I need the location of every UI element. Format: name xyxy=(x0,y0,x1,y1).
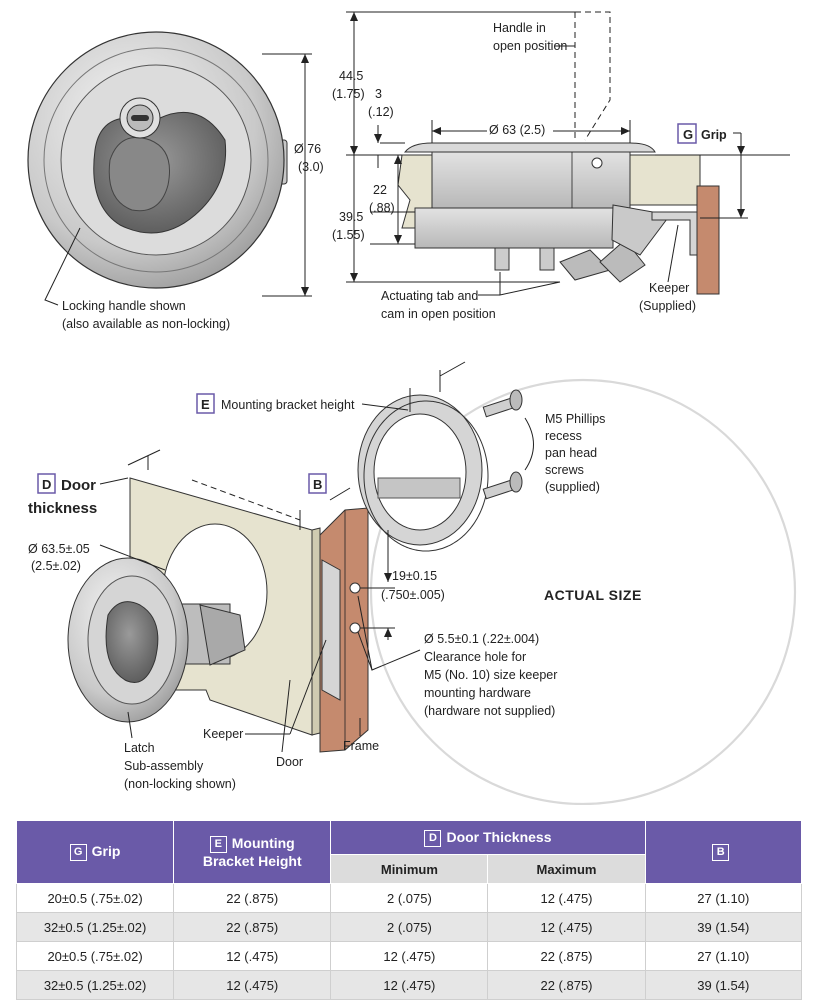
d-label2: thickness xyxy=(28,500,97,517)
latch-line1: Latch xyxy=(124,741,155,755)
handle-line1: Handle in xyxy=(493,21,546,35)
keeper-plate xyxy=(321,559,341,701)
dim-22-in: (.88) xyxy=(369,201,395,215)
technical-drawing: Ø 76 (3.0) Locking handle shown (also av… xyxy=(27,11,797,805)
dim-3: 3 xyxy=(375,87,382,101)
e-label: Mounting bracket height xyxy=(221,398,355,412)
grip-tag xyxy=(677,123,697,144)
cell-min: 2 (.075) xyxy=(330,912,489,942)
header-grip-tag: G xyxy=(69,844,87,861)
front-diameter: Ø 76 xyxy=(294,142,321,156)
cell-min: 2 (.075) xyxy=(330,883,489,913)
header-b-tag: B xyxy=(712,844,730,861)
header-b: B xyxy=(644,820,803,884)
side-view-latch xyxy=(397,142,720,295)
grip-letter: G xyxy=(683,127,693,142)
hole-line1: Ø 5.5±0.1 (.22±.004) xyxy=(424,632,539,646)
screw-bottom xyxy=(482,471,523,500)
dia-line2: (2.5±.02) xyxy=(31,559,81,573)
header-bracket-line2: Bracket Height xyxy=(202,853,302,869)
keeper-side-line1: Keeper xyxy=(649,281,689,295)
spec-table-body: 20±0.5 (.75±.02) 22 (.875) 2 (.075) 12 (… xyxy=(15,883,803,1000)
screws-line2: recess xyxy=(545,429,582,443)
dim-3-in: (.12) xyxy=(368,105,394,119)
hole-line3: M5 (No. 10) size keeper xyxy=(424,668,557,682)
mounting-bracket xyxy=(357,394,489,552)
keeper-label: Keeper xyxy=(203,727,243,741)
latch-line2: Sub-assembly xyxy=(124,759,204,773)
cell-bracket: 22 (.875) xyxy=(173,883,332,913)
front-diameter-in: (3.0) xyxy=(298,160,324,174)
header-min: Minimum xyxy=(330,854,489,884)
keeper-side-line2: (Supplied) xyxy=(639,299,696,313)
cell-b: 39 (1.54) xyxy=(644,912,803,942)
cell-b: 39 (1.54) xyxy=(644,970,803,1000)
header-bracket-tag: E xyxy=(209,836,227,853)
cell-grip: 20±0.5 (.75±.02) xyxy=(15,883,175,913)
dim-63: Ø 63 (2.5) xyxy=(489,123,545,137)
actual-size-circle xyxy=(369,378,797,805)
table-row: 32±0.5 (1.25±.02) 22 (.875) 2 (.075) 12 … xyxy=(15,912,803,942)
latch-subassembly xyxy=(67,557,246,723)
table-row: 20±0.5 (.75±.02) 22 (.875) 2 (.075) 12 (… xyxy=(15,883,803,913)
frame-label: Frame xyxy=(343,739,379,753)
cell-max: 22 (.875) xyxy=(487,970,646,1000)
dim-39: 39.5 xyxy=(339,210,363,224)
hole-line5: (hardware not supplied) xyxy=(424,704,555,718)
cell-b: 27 (1.10) xyxy=(644,883,803,913)
d-letter: D xyxy=(42,477,51,492)
screws-line3: pan head xyxy=(545,446,597,460)
d-label1: Door xyxy=(61,477,96,494)
spacing-line1: 19±0.15 xyxy=(392,569,437,583)
door-label: Door xyxy=(276,755,303,769)
header-max: Maximum xyxy=(487,854,646,884)
actual-size-label: ACTUAL SIZE xyxy=(544,587,642,603)
tab-line1: Actuating tab and xyxy=(381,289,478,303)
screws-line4: screws xyxy=(545,463,584,477)
header-door-text: Door Thickness xyxy=(446,828,552,845)
hole-line4: mounting hardware xyxy=(424,686,531,700)
dim-44-in: (1.75) xyxy=(332,87,365,101)
front-note-line2: (also available as non-locking) xyxy=(62,317,230,331)
header-grip-text: Grip xyxy=(91,843,121,859)
dim-44: 44.5 xyxy=(339,69,363,83)
cell-min: 12 (.475) xyxy=(330,941,489,971)
cell-grip: 32±0.5 (1.25±.02) xyxy=(15,970,175,1000)
handle-line2: open position xyxy=(493,39,567,53)
hole-line2: Clearance hole for xyxy=(424,650,526,664)
table-row: 32±0.5 (1.25±.02) 12 (.475) 12 (.475) 22… xyxy=(15,970,803,1000)
front-view-latch xyxy=(27,31,288,289)
dim-22: 22 xyxy=(373,183,387,197)
cell-max: 12 (.475) xyxy=(487,883,646,913)
cell-max: 12 (.475) xyxy=(487,912,646,942)
cell-grip: 20±0.5 (.75±.02) xyxy=(15,941,175,971)
cell-min: 12 (.475) xyxy=(330,970,489,1000)
cell-bracket: 12 (.475) xyxy=(173,941,332,971)
screw-top xyxy=(482,389,523,418)
table-row: 20±0.5 (.75±.02) 12 (.475) 12 (.475) 22 … xyxy=(15,941,803,971)
tab-line2: cam in open position xyxy=(381,307,496,321)
cell-grip: 32±0.5 (1.25±.02) xyxy=(15,912,175,942)
latch-line3: (non-locking shown) xyxy=(124,777,236,791)
screws-line1: M5 Phillips xyxy=(545,412,605,426)
cell-bracket: 12 (.475) xyxy=(173,970,332,1000)
b-letter: B xyxy=(313,477,322,492)
header-door-tag: D xyxy=(424,829,442,847)
grip-label: Grip xyxy=(701,128,727,142)
dia-line1: Ø 63.5±.05 xyxy=(28,542,90,556)
cell-b: 27 (1.10) xyxy=(644,941,803,971)
spacing-line2: (.750±.005) xyxy=(381,588,445,602)
screws-line5: (supplied) xyxy=(545,480,600,494)
e-letter: E xyxy=(201,397,210,412)
dim-39-in: (1.55) xyxy=(332,228,365,242)
header-bracket-line1: Mounting xyxy=(231,835,295,851)
cell-max: 22 (.875) xyxy=(487,941,646,971)
front-note-line1: Locking handle shown xyxy=(62,299,186,313)
cell-bracket: 22 (.875) xyxy=(173,912,332,942)
